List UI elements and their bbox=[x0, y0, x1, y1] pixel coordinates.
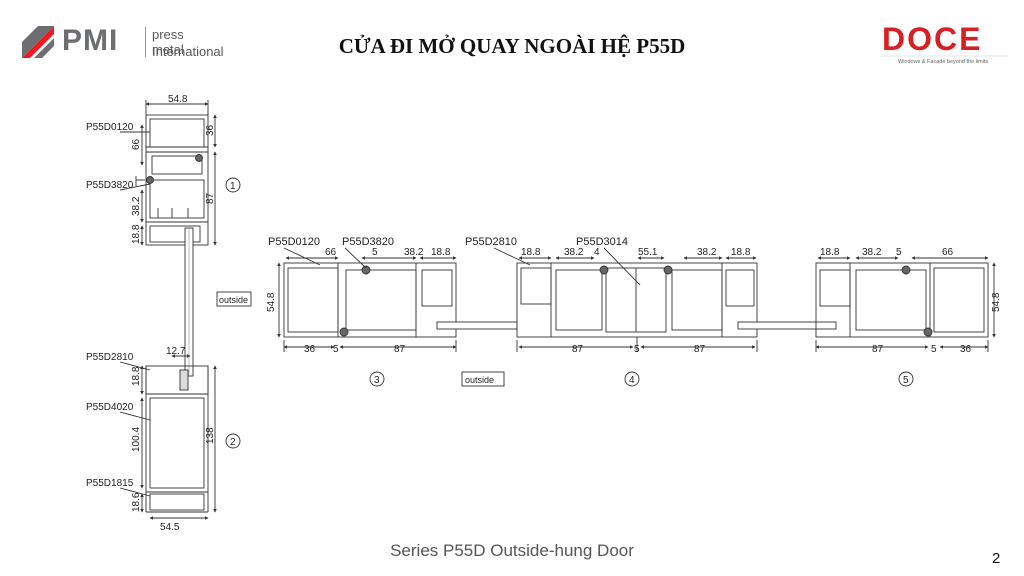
horizontal-glass-left bbox=[436, 321, 518, 330]
h-code-left-1: P55D0120 bbox=[268, 236, 320, 248]
v-dim-18-6: 18.6 bbox=[131, 492, 142, 512]
v-dim-138: 138 bbox=[205, 427, 216, 444]
callout-4: 4 bbox=[629, 375, 635, 386]
h-right-dim-5: 5 bbox=[896, 247, 902, 258]
pmi-mark-icon bbox=[20, 24, 56, 60]
horizontal-section-right bbox=[815, 256, 996, 352]
v-dim-66: 66 bbox=[131, 138, 142, 150]
pmi-line2: International bbox=[152, 44, 224, 59]
h-right-dim-87: 87 bbox=[872, 344, 884, 355]
doce-tagline: Windows & Facade beyond the limits bbox=[898, 59, 988, 65]
v-dim-36: 36 bbox=[205, 124, 216, 136]
v-dim-87: 87 bbox=[205, 192, 216, 204]
v-code-4: P55D4020 bbox=[86, 402, 134, 413]
outside-label-vertical: outside bbox=[219, 295, 248, 305]
h-left-dim-66: 66 bbox=[325, 247, 337, 258]
h-code-mid-1: P55D2810 bbox=[465, 236, 517, 248]
pmi-line1: press metal bbox=[152, 27, 184, 57]
h-mid-dim-87b: 87 bbox=[694, 344, 706, 355]
doce-wordmark: DOCE bbox=[882, 21, 982, 57]
v-dim-18-8-top: 18.8 bbox=[131, 224, 142, 244]
h-right-dim-54-8: 54.8 bbox=[991, 292, 1002, 312]
h-left-dim-87: 87 bbox=[394, 344, 406, 355]
vertical-frame-bottom bbox=[119, 354, 217, 520]
h-mid-dim-4: 4 bbox=[594, 247, 600, 258]
v-dim-12-7: 12.7 bbox=[166, 346, 186, 357]
horizontal-section-middle bbox=[493, 247, 758, 352]
callout-5: 5 bbox=[903, 375, 909, 386]
v-code-5: P55D1815 bbox=[86, 478, 134, 489]
outside-label-horizontal: outside bbox=[465, 375, 494, 385]
pmi-logo: PMI press metal International bbox=[20, 22, 224, 62]
h-right-dim-36: 36 bbox=[960, 344, 972, 355]
h-mid-dim-38-2: 38.2 bbox=[564, 247, 584, 258]
h-left-dim-5b: 5 bbox=[333, 344, 339, 355]
h-right-dim-18-8: 18.8 bbox=[820, 247, 840, 258]
h-left-dim-5: 5 bbox=[372, 247, 378, 258]
vertical-frame-top bbox=[119, 100, 217, 246]
h-code-left-2: P55D3820 bbox=[342, 236, 394, 248]
v-dim-38-2: 38.2 bbox=[131, 196, 142, 216]
h-right-dim-38-2: 38.2 bbox=[862, 247, 882, 258]
doce-logo: DOCE Windows & Facade beyond the limits bbox=[880, 20, 1010, 66]
callout-3: 3 bbox=[374, 375, 380, 386]
h-left-dim-36: 36 bbox=[304, 344, 316, 355]
h-right-dim-5b: 5 bbox=[931, 344, 937, 355]
h-right-dim-66: 66 bbox=[942, 247, 954, 258]
callout-1: 1 bbox=[230, 181, 236, 192]
doce-mark-icon: DOCE Windows & Facade beyond the limits bbox=[880, 21, 1008, 65]
page-number: 2 bbox=[992, 550, 1001, 567]
page-title: CỬA ĐI MỞ QUAY NGOÀI HỆ P55D bbox=[338, 34, 686, 58]
h-mid-dim-18-8b: 18.8 bbox=[731, 247, 751, 258]
h-left-dim-54-8: 54.8 bbox=[266, 292, 277, 312]
v-code-3: P55D2810 bbox=[86, 352, 134, 363]
v-code-2: P55D3820 bbox=[86, 180, 134, 191]
h-mid-dim-5: 5 bbox=[634, 344, 640, 355]
h-code-mid-2: P55D3014 bbox=[576, 236, 628, 248]
h-mid-dim-87: 87 bbox=[572, 344, 584, 355]
horizontal-glass-right bbox=[737, 321, 837, 330]
v-dim-top-width: 54.8 bbox=[168, 94, 188, 105]
h-mid-dim-38-2b: 38.2 bbox=[697, 247, 717, 258]
v-dim-100-4: 100.4 bbox=[131, 427, 142, 452]
h-mid-dim-55-1: 55.1 bbox=[638, 247, 658, 258]
v-dim-54-5: 54.5 bbox=[160, 522, 180, 533]
callout-2: 2 bbox=[230, 437, 236, 448]
v-dim-18-8-bottom: 18.8 bbox=[131, 366, 142, 386]
horizontal-section-left bbox=[277, 247, 457, 352]
v-code-1: P55D0120 bbox=[86, 122, 134, 133]
pmi-wordmark: PMI bbox=[62, 24, 119, 57]
h-left-dim-38-2: 38.2 bbox=[404, 247, 424, 258]
h-left-dim-18-8: 18.8 bbox=[431, 247, 451, 258]
h-mid-dim-18-8: 18.8 bbox=[521, 247, 541, 258]
pmi-divider bbox=[145, 27, 146, 57]
footer-caption: Series P55D Outside-hung Door bbox=[390, 541, 634, 560]
